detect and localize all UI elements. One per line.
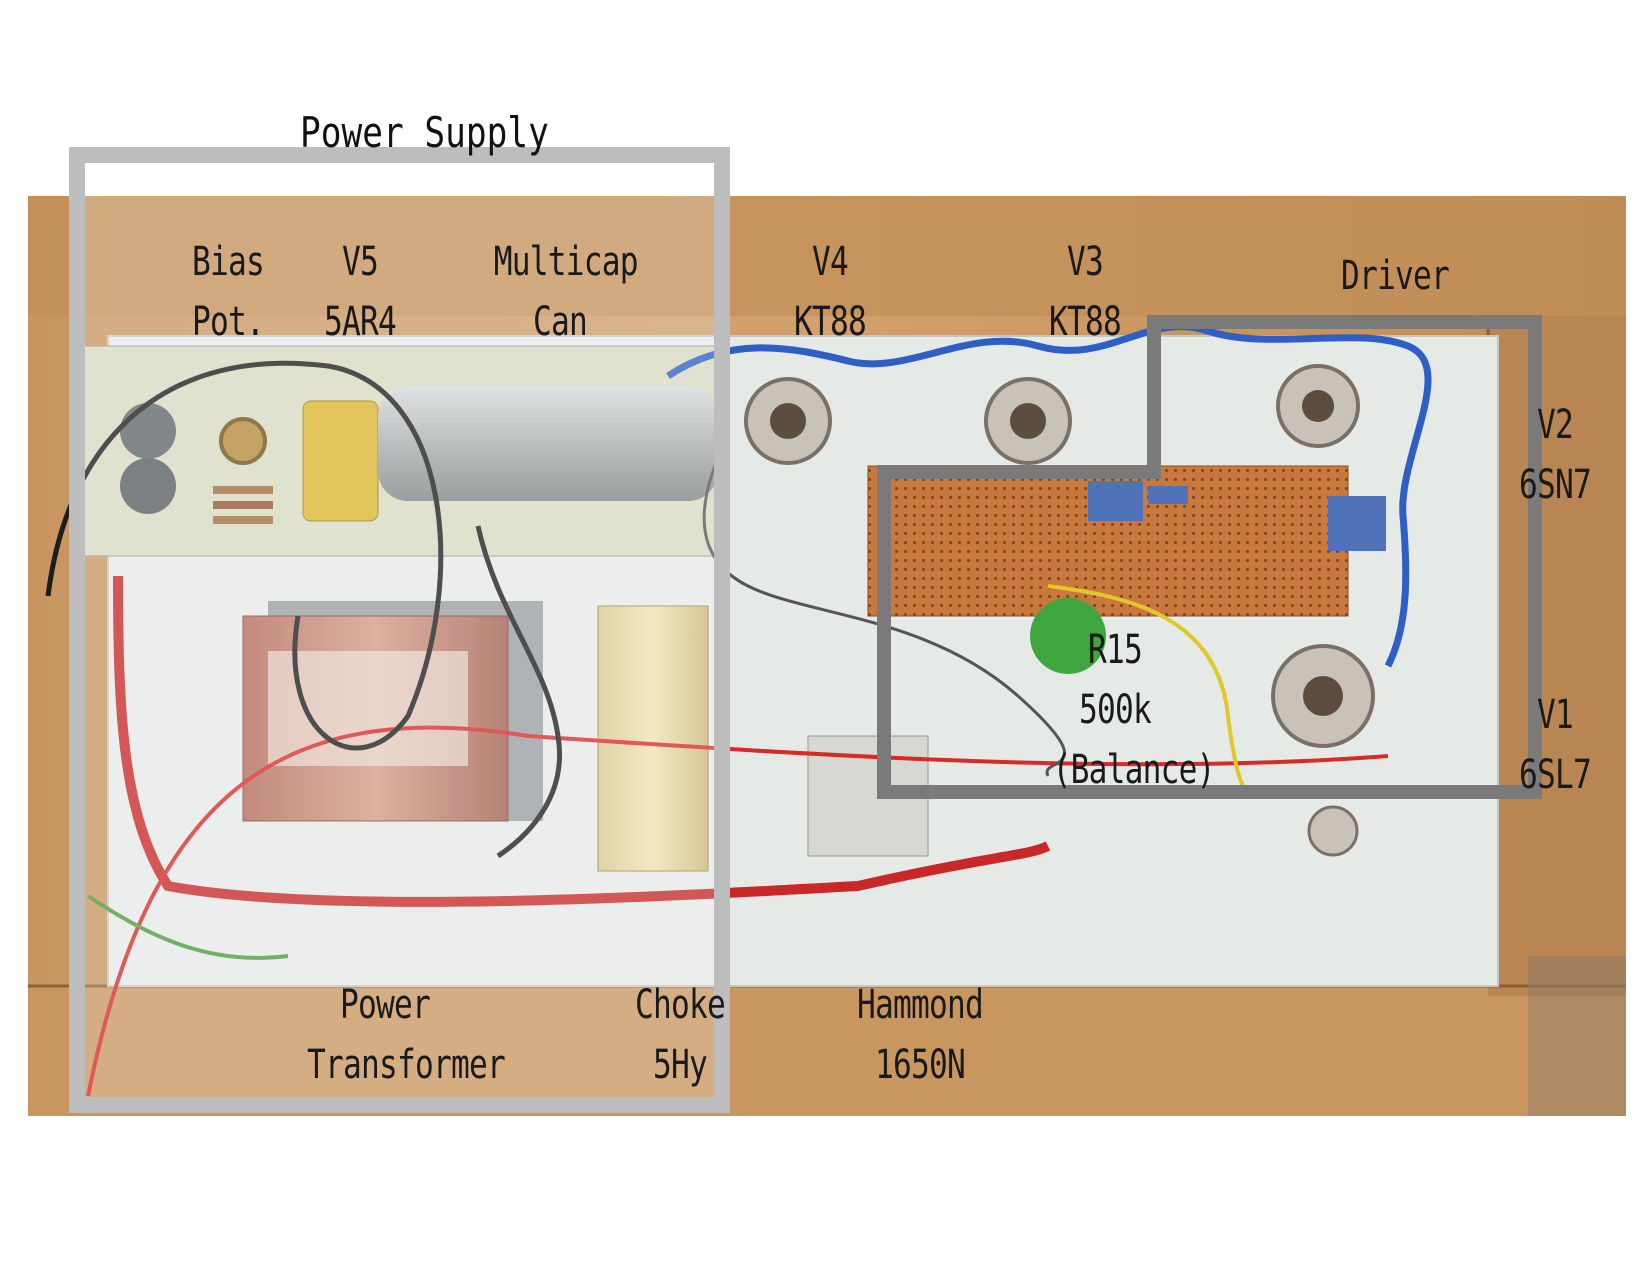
choke bbox=[597, 605, 709, 872]
red-wire-thin bbox=[86, 725, 1389, 1097]
black-wire bbox=[45, 360, 444, 751]
bias-pot bbox=[219, 417, 267, 465]
power-supply-box bbox=[69, 147, 730, 1113]
amplifier-chassis-photo bbox=[28, 196, 1626, 1116]
r15-pot bbox=[1030, 598, 1106, 674]
blue-wire bbox=[666, 323, 1432, 668]
power-supply-label: Power Supply bbox=[300, 108, 549, 157]
red-wire-main bbox=[113, 575, 1051, 907]
multicap-can bbox=[378, 386, 718, 501]
label-driver: Driver bbox=[1340, 253, 1450, 299]
driver-box bbox=[877, 315, 1542, 799]
